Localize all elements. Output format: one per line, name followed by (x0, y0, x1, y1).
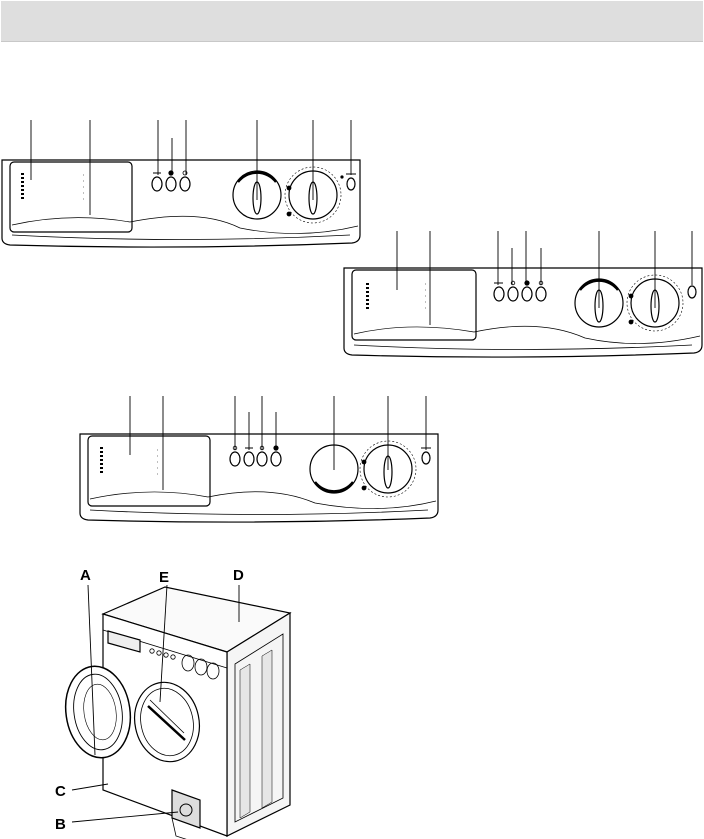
dials-1 (232, 166, 344, 224)
filter-flap-B (171, 789, 201, 829)
drawer-ticks-3 (100, 447, 103, 473)
button-3b (243, 451, 255, 467)
detergent-drawer-2 (351, 269, 477, 341)
control-panel-2 (343, 231, 703, 358)
button-3a (229, 451, 241, 467)
leader-A (87, 584, 96, 756)
door-opening (134, 681, 200, 763)
leader-lines-2 (396, 231, 693, 325)
programme-dial-1 (288, 170, 338, 220)
callout-B: B (55, 816, 66, 833)
push-buttons-1 (151, 170, 191, 192)
temperature-dial-3 (309, 444, 359, 494)
button-2d (535, 286, 547, 302)
push-buttons-3 (229, 445, 282, 467)
power-button-2 (687, 285, 697, 299)
dials-3 (309, 440, 417, 498)
header-bar (1, 1, 703, 42)
callout-D: D (233, 567, 244, 584)
leader-E (159, 584, 168, 703)
push-buttons-2 (493, 280, 547, 302)
leader-lines-1 (30, 120, 352, 215)
button-2b (507, 286, 519, 302)
button-1b (165, 176, 177, 192)
machine-side (226, 611, 291, 837)
programme-dial-3 (363, 444, 413, 494)
callout-C: C (55, 783, 66, 800)
button-1a (151, 176, 163, 192)
button-3c (256, 451, 268, 467)
drawer-ticks-2 (366, 283, 369, 309)
callout-A: A (80, 567, 91, 584)
button-1c (179, 176, 191, 192)
temperature-dial-1 (232, 170, 282, 220)
button-2a (493, 286, 505, 302)
drawer-front (107, 630, 141, 653)
button-2c (521, 286, 533, 302)
panel-outline-1 (1, 159, 361, 248)
control-panel-1 (1, 120, 361, 248)
power-button-3 (421, 451, 431, 465)
callout-E: E (159, 569, 169, 586)
detergent-drawer-3 (87, 435, 211, 507)
leader-lines-3 (129, 396, 427, 490)
power-button-1 (346, 177, 356, 191)
programme-dial-2 (630, 278, 680, 328)
drawer-ticks-1 (21, 173, 24, 199)
control-panel-3 (79, 396, 439, 523)
panel-outline-2 (343, 267, 703, 358)
leader-C (71, 783, 109, 791)
leader-B (71, 811, 179, 823)
washing-machine-illustration (64, 584, 292, 839)
detergent-drawer-1 (9, 161, 133, 233)
temperature-dial-2 (574, 278, 624, 328)
dials-2 (574, 274, 684, 332)
button-3d (270, 451, 282, 467)
panel-outline-3 (79, 433, 439, 523)
